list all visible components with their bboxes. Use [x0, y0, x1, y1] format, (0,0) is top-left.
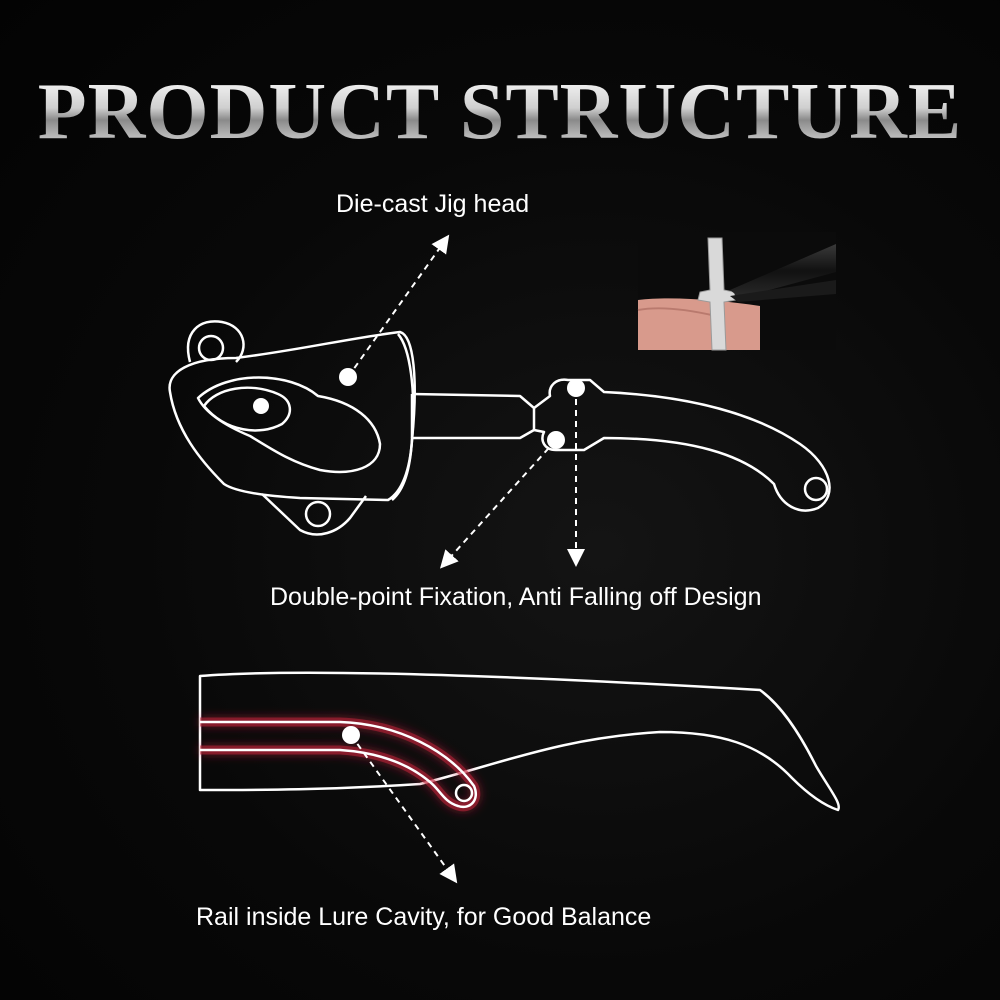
pliers-photo-inset [637, 232, 836, 351]
fixation-label: Double-point Fixation, Anti Falling off … [270, 583, 762, 611]
rail-arrow [350, 734, 458, 884]
eye-dot-icon [253, 398, 269, 414]
lure-body-drawing [198, 671, 841, 812]
rail-outline [200, 720, 477, 809]
jig-head-arrow [347, 234, 450, 378]
jig-head-label: Die-cast Jig head [336, 190, 530, 218]
rail-glow [200, 717, 481, 812]
rail-end-ring-icon [454, 783, 474, 803]
fixation-arrow-left [439, 439, 557, 569]
hook-arm-drawing [533, 378, 831, 512]
jig-head-drawing [168, 320, 536, 536]
page-title: PRODUCT STRUCTURE [0, 72, 1000, 152]
rail-label: Rail inside Lure Cavity, for Good Balanc… [196, 903, 652, 931]
